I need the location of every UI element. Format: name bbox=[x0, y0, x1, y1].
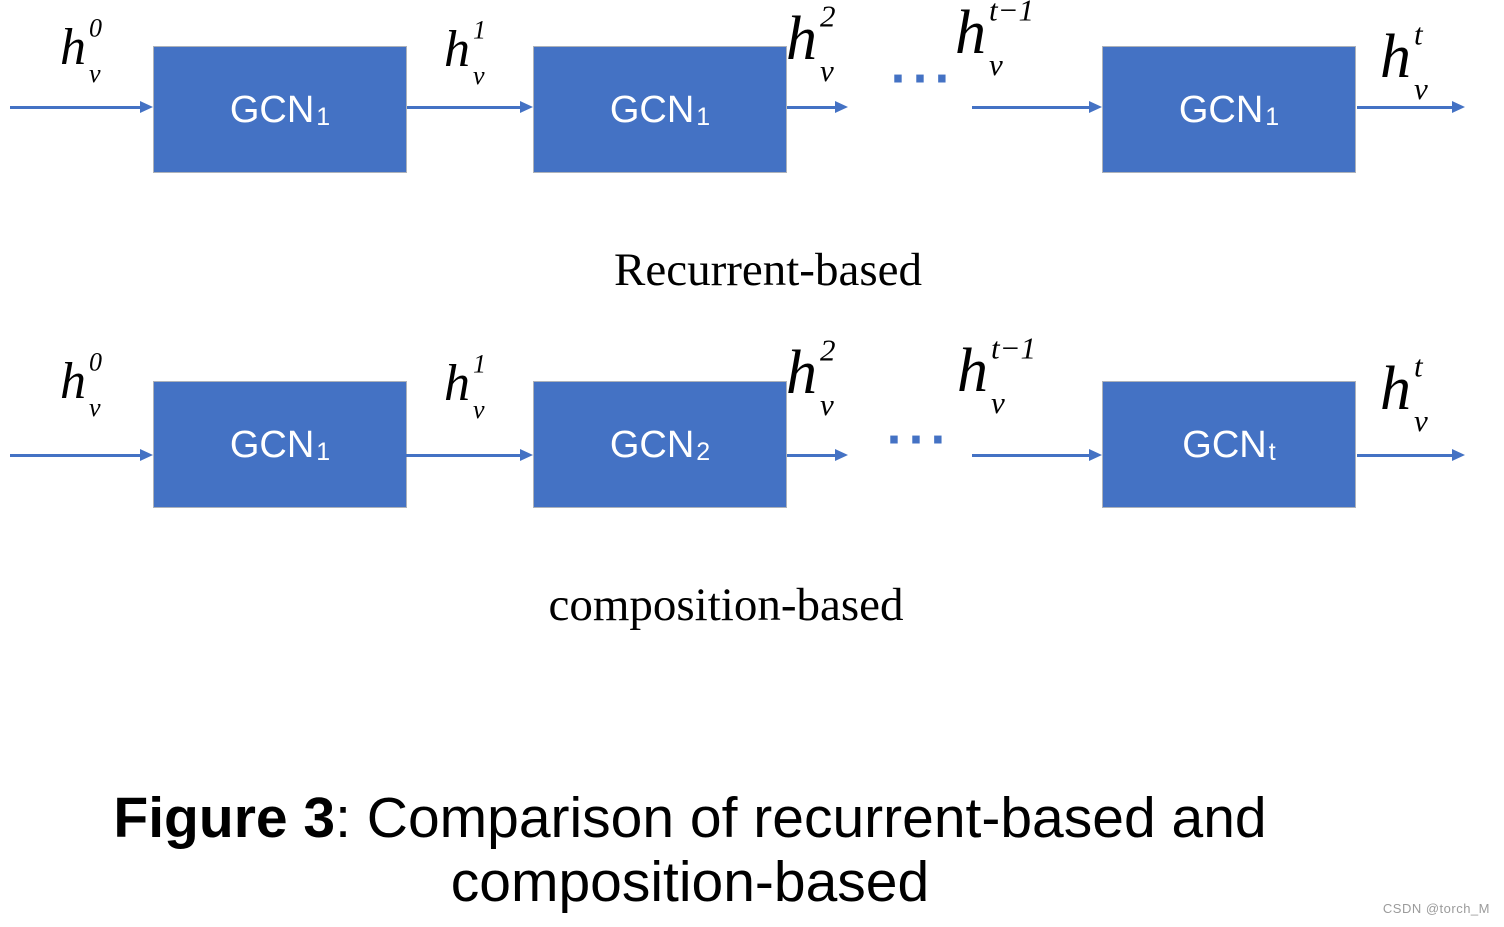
caption-line2: composition-based bbox=[450, 850, 930, 915]
state-label-ht-1: h t−1 v bbox=[955, 0, 1035, 82]
flow-arrow bbox=[972, 449, 1102, 461]
section-label-recurrent: Recurrent-based bbox=[614, 244, 922, 296]
flow-arrow bbox=[787, 101, 848, 113]
flow-arrow bbox=[10, 101, 153, 113]
state-label-h1: h 1 v bbox=[444, 15, 486, 90]
flow-arrow bbox=[1357, 449, 1465, 461]
state-label-h0: h 0 v bbox=[60, 347, 102, 422]
state-label-scripts: 0 v bbox=[89, 13, 102, 88]
ellipsis: ··· bbox=[890, 54, 956, 103]
state-label-ht: h t v bbox=[1380, 348, 1428, 438]
figure-number: Figure 3 bbox=[113, 786, 336, 850]
caption-text: : Comparison of recurrent-based and bbox=[335, 786, 1267, 850]
flow-arrow bbox=[972, 101, 1102, 113]
state-label-ht-1: h t−1 v bbox=[957, 330, 1037, 420]
state-label-h1: h 1 v bbox=[444, 349, 486, 424]
state-label-h2: h 2 v bbox=[786, 0, 836, 88]
flow-arrow bbox=[787, 449, 848, 461]
figure-caption: Figure 3: Comparison of recurrent-based … bbox=[113, 786, 1266, 915]
flow-arrow bbox=[1357, 101, 1465, 113]
state-label-h0: h 0 v bbox=[60, 13, 102, 88]
ellipsis: ··· bbox=[886, 415, 952, 464]
state-label-h2: h 2 v bbox=[786, 332, 836, 422]
flow-arrow bbox=[10, 449, 153, 461]
watermark: CSDN @torch_M bbox=[1382, 901, 1490, 916]
section-label-composition: composition-based bbox=[548, 579, 904, 631]
flow-arrow bbox=[406, 449, 533, 461]
flow-arrow bbox=[407, 101, 533, 113]
state-label-base: h bbox=[60, 19, 86, 76]
state-label-ht: h t v bbox=[1380, 16, 1428, 106]
